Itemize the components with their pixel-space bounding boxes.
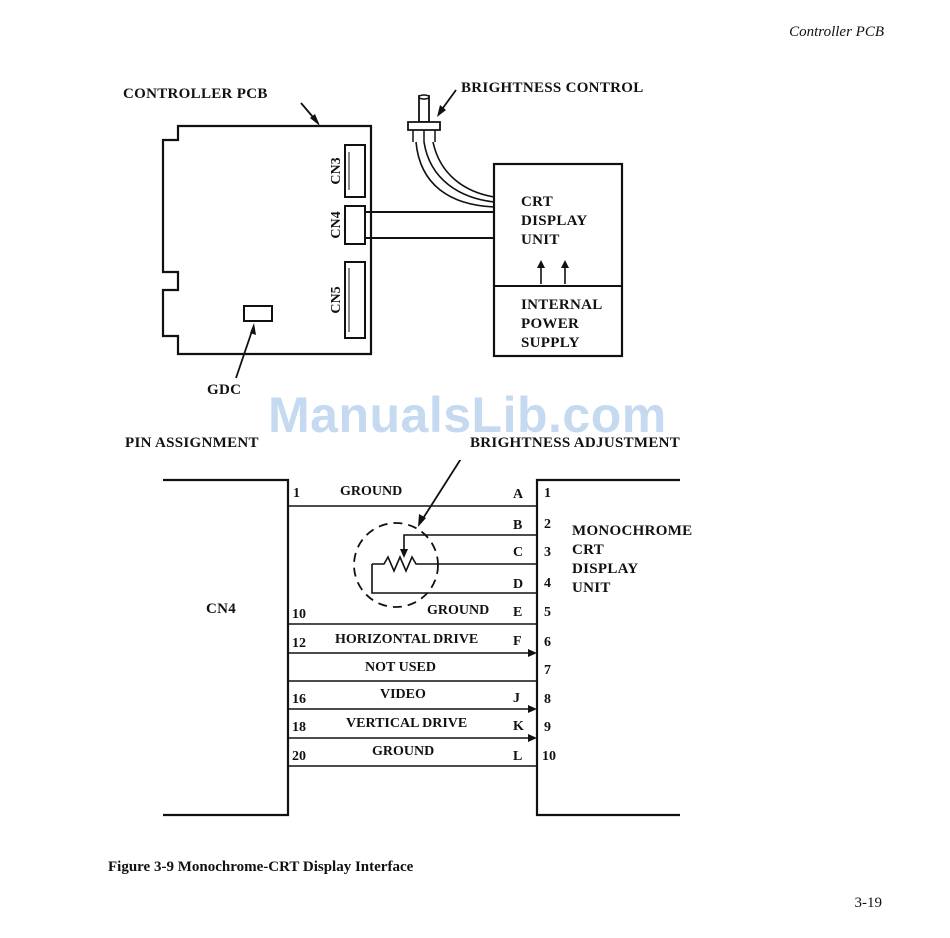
gdc-label: GDC bbox=[207, 382, 242, 398]
pin-letter-f: F bbox=[513, 634, 522, 649]
monitor-label-2: CRT bbox=[572, 542, 605, 558]
controller-pcb-label: CONTROLLER PCB bbox=[123, 86, 268, 102]
signal-name-horizontal-drive: HORIZONTAL DRIVE bbox=[335, 632, 479, 647]
brightness-potentiometer bbox=[353, 522, 537, 608]
pin-letter-l: L bbox=[513, 749, 523, 764]
brightness-adjustment-label: BRIGHTNESS ADJUSTMENT bbox=[470, 435, 681, 451]
signal-name-vertical-drive: VERTICAL DRIVE bbox=[346, 716, 468, 731]
crt-display-unit-box bbox=[492, 162, 624, 358]
left-pin-18: 18 bbox=[292, 720, 306, 735]
right-pin-9: 9 bbox=[544, 720, 551, 735]
signal-name-ground-e: GROUND bbox=[427, 603, 490, 618]
gdc-chip bbox=[243, 305, 273, 322]
left-pin-20: 20 bbox=[292, 749, 306, 764]
monitor-label-3: DISPLAY bbox=[572, 561, 639, 577]
cn5-connector bbox=[344, 261, 366, 339]
cn4-block bbox=[163, 478, 290, 817]
brightness-control-knob bbox=[407, 94, 441, 142]
left-pin-12: 12 bbox=[292, 636, 306, 651]
monitor-label-4: UNIT bbox=[572, 580, 611, 596]
cn4-connector bbox=[344, 205, 366, 245]
watermark: ManualsLib.com bbox=[268, 387, 667, 443]
pin-letter-b: B bbox=[513, 518, 523, 533]
pin-assignment-diagram bbox=[163, 460, 680, 817]
pin-letter-k: K bbox=[513, 719, 524, 734]
left-pin-16: 16 bbox=[292, 692, 306, 707]
right-pin-7: 7 bbox=[544, 663, 551, 678]
monitor-block bbox=[535, 478, 680, 817]
right-pin-1: 1 bbox=[544, 486, 551, 501]
crt-unit-line-2: DISPLAY bbox=[521, 213, 588, 229]
pin-letter-a: A bbox=[513, 487, 524, 502]
right-pin-4: 4 bbox=[544, 576, 551, 591]
page-number: 3-19 bbox=[854, 895, 883, 911]
signal-name-ground-l: GROUND bbox=[372, 744, 435, 759]
right-pin-10: 10 bbox=[542, 749, 556, 764]
right-pin-8: 8 bbox=[544, 692, 551, 707]
right-pin-2: 2 bbox=[544, 517, 551, 532]
brightness-control-label: BRIGHTNESS CONTROL bbox=[461, 80, 644, 96]
monitor-label-1: MONOCHROME bbox=[572, 523, 693, 539]
cn3-label: CN3 bbox=[329, 157, 344, 184]
pin-assignment-label: PIN ASSIGNMENT bbox=[125, 435, 259, 451]
crt-unit-line-1: CRT bbox=[521, 194, 554, 210]
controller-pcb-diagram: CN3 CN4 CN5 bbox=[161, 89, 624, 379]
pin-letter-d: D bbox=[513, 577, 524, 592]
signal-name-video: VIDEO bbox=[380, 687, 426, 702]
power-supply-line-2: POWER bbox=[521, 316, 580, 332]
cn5-label: CN5 bbox=[329, 286, 344, 313]
right-pin-5: 5 bbox=[544, 605, 551, 620]
pin-letter-e: E bbox=[513, 605, 523, 620]
power-supply-line-3: SUPPLY bbox=[521, 335, 580, 351]
left-pin-10: 10 bbox=[292, 607, 306, 622]
cn4-label: CN4 bbox=[329, 211, 344, 238]
right-pin-6: 6 bbox=[544, 635, 551, 650]
right-pin-3: 3 bbox=[544, 545, 551, 560]
power-supply-line-1: INTERNAL bbox=[521, 297, 603, 313]
signal-name-not-used: NOT USED bbox=[365, 660, 436, 675]
signal-name-ground-a: GROUND bbox=[340, 484, 403, 499]
controller-pcb-outline bbox=[161, 124, 373, 356]
section-header: Controller PCB bbox=[789, 24, 884, 40]
pin-letter-c: C bbox=[513, 545, 524, 560]
figure-caption: Figure 3-9 Monochrome-CRT Display Interf… bbox=[108, 859, 414, 875]
crt-unit-line-3: UNIT bbox=[521, 232, 560, 248]
cn3-connector bbox=[344, 144, 366, 198]
left-pin-1: 1 bbox=[293, 486, 300, 501]
cn4-block-label: CN4 bbox=[206, 601, 237, 617]
pin-letter-j: J bbox=[513, 691, 520, 706]
